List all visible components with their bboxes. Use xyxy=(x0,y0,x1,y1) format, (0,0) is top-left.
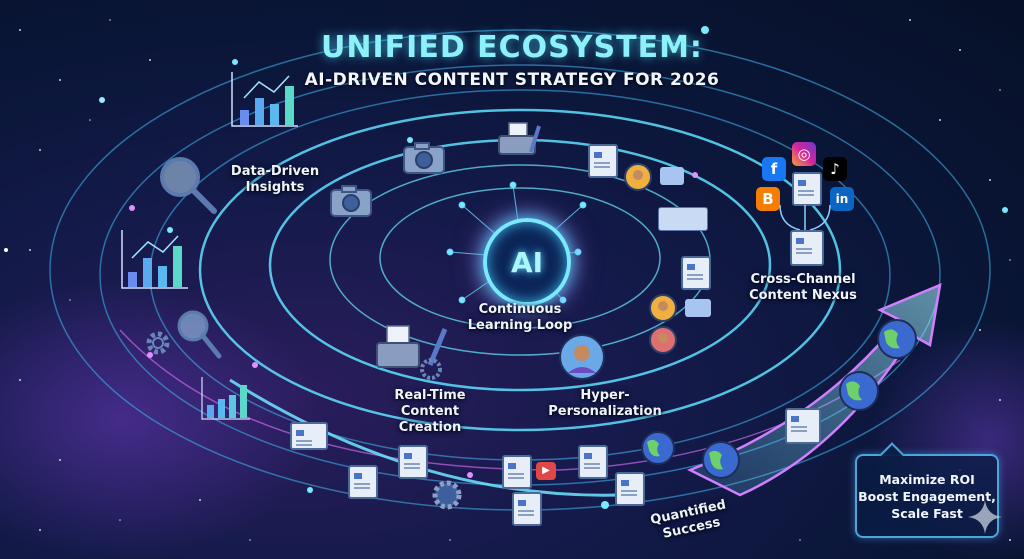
connector-lines xyxy=(779,205,831,231)
document-icon xyxy=(290,422,328,450)
linkedin-icon: in xyxy=(830,187,854,211)
document-icon xyxy=(398,445,428,479)
document-icon xyxy=(588,144,618,178)
callout-line: Maximize ROI xyxy=(879,471,975,487)
globe-icon xyxy=(641,431,675,465)
gear-icon xyxy=(146,331,170,355)
caption-line: Personalization xyxy=(548,404,662,419)
user-avatar-icon xyxy=(649,326,677,354)
page-title: UNIFIED ECOSYSTEM: xyxy=(321,30,703,65)
document-icon xyxy=(348,465,378,499)
user-avatar-icon xyxy=(624,163,652,191)
continuous-learning-label: Continuous Learning Loop xyxy=(460,302,580,334)
video-icon: ▶ xyxy=(536,462,556,480)
magnifier-icon xyxy=(160,157,217,214)
document-icon xyxy=(502,455,532,489)
callout-line: Scale Fast xyxy=(891,505,963,521)
real-time-content-creation-label: Real-Time Content Creation xyxy=(370,388,490,436)
chat-bubble-icon xyxy=(685,299,711,317)
document-icon xyxy=(512,492,542,526)
data-driven-insights-label: Data-Driven Insights xyxy=(230,164,320,196)
ai-core-label: AI xyxy=(510,245,544,279)
document-icon xyxy=(615,472,645,506)
globe-icon xyxy=(877,319,917,359)
caption-line: Hyper- xyxy=(580,388,630,403)
caption-line: Cross-Channel xyxy=(750,272,856,287)
globe-icon xyxy=(702,441,740,479)
bar-chart-icon xyxy=(201,377,250,420)
globe-icon xyxy=(839,371,879,411)
tiktok-icon: ♪ xyxy=(823,157,847,181)
gear-user-icon xyxy=(432,480,462,510)
instagram-icon: ◎ xyxy=(792,142,816,166)
document-stack-icon xyxy=(790,230,824,266)
user-avatar-icon xyxy=(559,334,605,380)
camera-icon xyxy=(330,185,372,217)
document-icon xyxy=(785,408,821,444)
cross-channel-nexus-label: Cross-Channel Content Nexus xyxy=(748,272,858,304)
roi-callout: Maximize ROI Boost Engagement, Scale Fas… xyxy=(855,454,999,538)
blogger-icon: B xyxy=(756,187,780,211)
user-avatar-icon xyxy=(649,294,677,322)
sparkle-icon xyxy=(968,500,1002,534)
callout-line: Boost Engagement, xyxy=(858,488,996,504)
document-icon xyxy=(578,445,608,479)
analytics-magnifier-icon xyxy=(177,310,222,359)
bar-chart-icon xyxy=(121,230,188,289)
caption-line: Content Creation xyxy=(398,404,462,435)
facebook-icon: f xyxy=(762,157,786,181)
document-icon xyxy=(681,256,711,290)
typewriter-icon xyxy=(376,325,448,380)
caption-line: Continuous xyxy=(478,302,562,317)
caption-line: Content Nexus xyxy=(749,288,857,303)
caption-line: Data-Driven xyxy=(230,164,320,179)
typewriter-icon xyxy=(498,122,541,155)
hyper-personalization-label: Hyper- Personalization xyxy=(540,388,670,420)
bar-chart-icon xyxy=(231,72,298,127)
caption-line: Insights xyxy=(245,180,305,195)
caption-line: Real-Time xyxy=(394,388,466,403)
profile-card-icon xyxy=(658,207,708,231)
page-subtitle: AI-DRIVEN CONTENT STRATEGY FOR 2026 xyxy=(304,70,720,90)
camera-icon xyxy=(403,142,445,174)
chat-bubble-icon xyxy=(660,167,684,185)
caption-line: Learning Loop xyxy=(467,318,573,333)
document-icon xyxy=(792,172,822,206)
ai-core-icon: AI xyxy=(483,218,571,306)
